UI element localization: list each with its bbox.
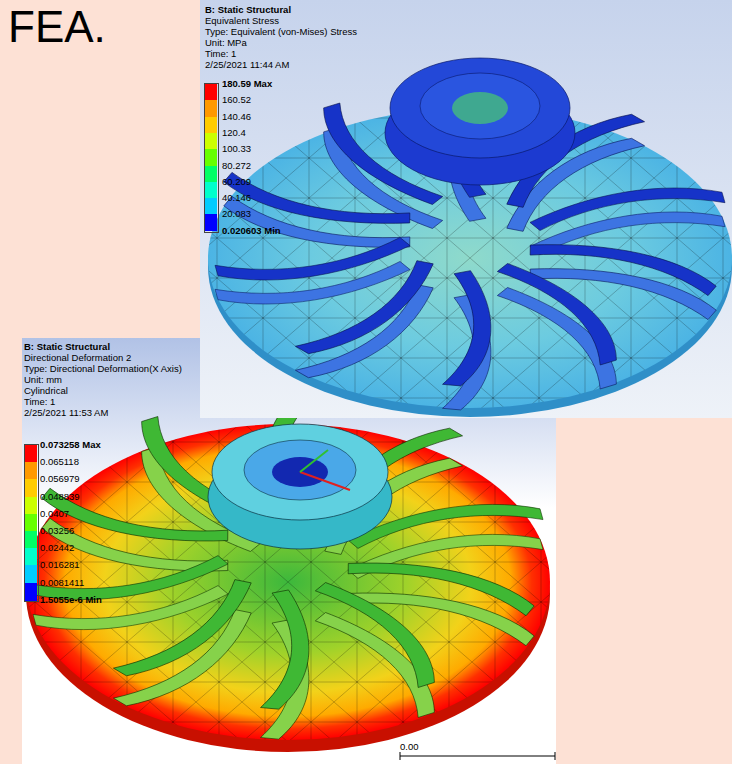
legend-swatch	[205, 117, 217, 134]
header-text: Type: Directional Deformation(X Axis)	[24, 363, 182, 374]
legend-swatch	[25, 445, 37, 463]
legend-value: 160.52	[222, 94, 251, 105]
header-text: Unit: mm	[24, 374, 62, 385]
legend-value: 120.4	[222, 127, 246, 138]
impeller-deformation	[26, 392, 550, 752]
legend-swatch	[205, 166, 217, 183]
header-text: Cylindrical	[24, 385, 68, 396]
header-text: B: Static Structural	[205, 4, 291, 15]
legend-swatch	[25, 462, 37, 480]
header-text: B: Static Structural	[24, 341, 110, 352]
header-text: 2/25/2021 11:44 AM	[205, 59, 289, 70]
legend-swatch	[205, 214, 217, 231]
legend-value: 20.083	[222, 208, 251, 219]
legend-swatch	[205, 182, 217, 199]
scale-bar	[400, 752, 555, 760]
legend-value: 0.02442	[40, 542, 74, 553]
legend-swatch	[205, 198, 217, 215]
legend-swatch	[25, 548, 37, 566]
header-text: Type: Equivalent (von-Mises) Stress	[205, 26, 357, 37]
legend-value: 0.03256	[40, 525, 74, 536]
legend-value: 180.59 Max	[222, 78, 272, 89]
legend-swatch	[25, 583, 37, 601]
header-text: Equivalent Stress	[205, 15, 279, 26]
legend-value: 140.46	[222, 111, 251, 122]
legend-value: 0.0407	[40, 508, 69, 519]
legend-swatch	[205, 100, 217, 117]
legend-swatch	[205, 149, 217, 166]
legend-min-value: 0.020603 Min	[222, 225, 281, 236]
header-text: Directional Deformation 2	[24, 352, 131, 363]
screenshot-panel	[200, 0, 732, 418]
legend-value: 100.33	[222, 143, 251, 154]
legend-swatch	[25, 479, 37, 497]
legend-swatch	[25, 565, 37, 583]
legend-swatch	[25, 514, 37, 532]
legend-value: 80.272	[222, 160, 251, 171]
legend-min-value: 1.5055e-6 Min	[40, 594, 102, 605]
legend-swatch	[205, 133, 217, 150]
header-text: Time: 1	[24, 396, 55, 407]
slide-title: FEA.	[8, 2, 106, 52]
legend-value: 40.146	[222, 192, 251, 203]
legend-value: 0.073258 Max	[40, 439, 101, 450]
legend-value: 0.0081411	[40, 577, 84, 588]
header-text: Time: 1	[205, 48, 236, 59]
legend-value: 0.016281	[40, 559, 80, 570]
impeller-stress	[208, 58, 732, 417]
legend-value: 0.048839	[40, 491, 80, 502]
legend-value: 60.209	[222, 176, 251, 187]
legend-swatch	[205, 84, 217, 101]
header-text: 2/25/2021 11:53 AM	[24, 407, 108, 418]
legend-value: 0.065118	[40, 456, 79, 467]
legend-swatch	[25, 497, 37, 515]
scale-value: 0.00	[400, 741, 419, 752]
header-text: Unit: MPa	[205, 37, 247, 48]
legend-value: 0.056979	[40, 473, 80, 484]
legend-swatch	[25, 531, 37, 549]
